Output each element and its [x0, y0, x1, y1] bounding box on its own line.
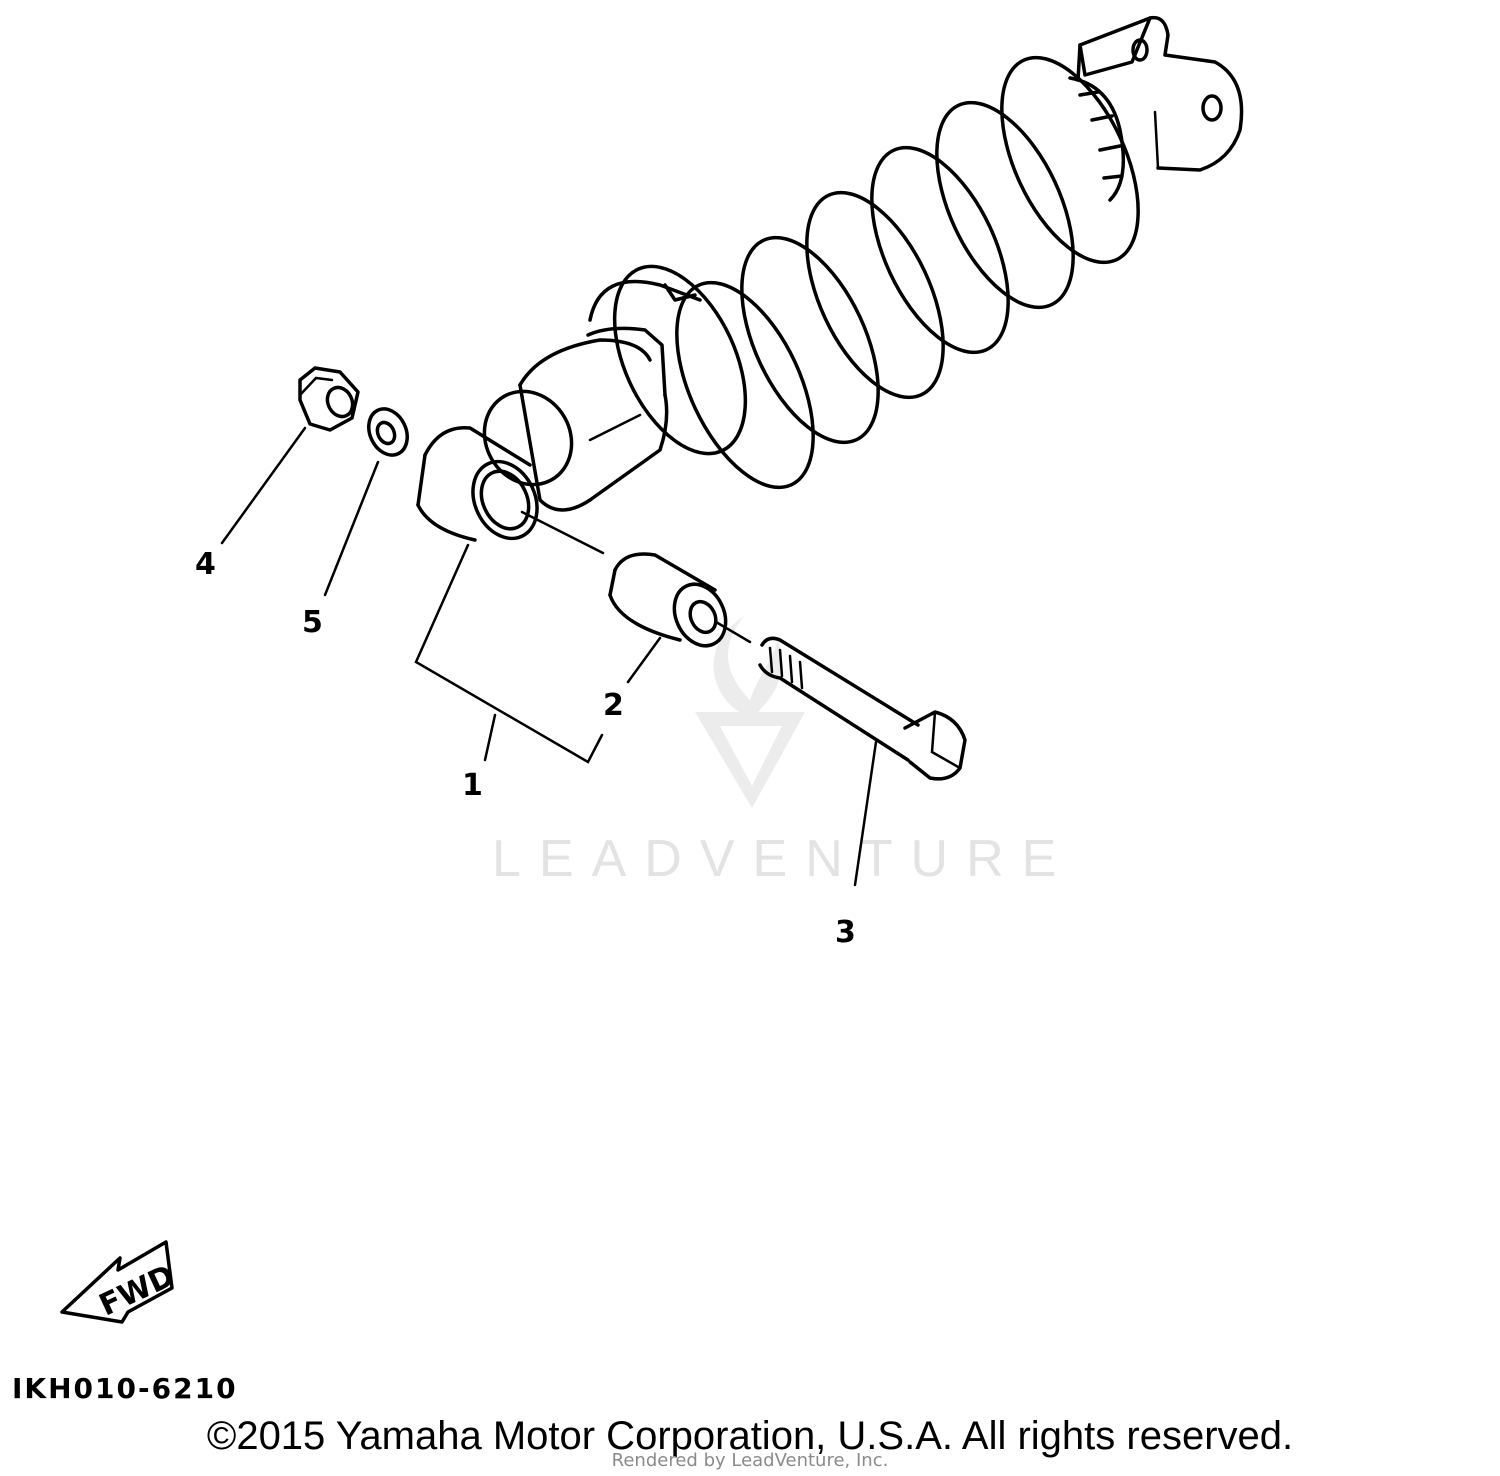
part-5-washer — [367, 407, 409, 457]
callout-4: 4 — [195, 547, 216, 582]
part-1-bushing — [416, 426, 539, 542]
shock-body — [482, 326, 669, 512]
callout-2: 2 — [603, 688, 624, 723]
spring-seat — [588, 279, 702, 322]
watermark-text: LEADVENTURE — [492, 830, 1074, 888]
callout-5: 5 — [302, 605, 323, 640]
rear-shock-absorber — [298, 15, 1244, 781]
part-3-bolt — [758, 636, 967, 781]
copyright-text: ©2015 Yamaha Motor Corporation, U.S.A. A… — [206, 1414, 1294, 1458]
callout-1: 1 — [462, 768, 483, 803]
part-4-nut — [298, 366, 360, 432]
diagram-code: IKH010-6210 — [12, 1372, 238, 1405]
leader-lines — [220, 426, 878, 887]
watermark-v-logo — [695, 712, 805, 808]
rendered-by-text: Rendered by LeadVenture, Inc. — [611, 1450, 889, 1471]
watermark-flame-logo — [713, 615, 782, 718]
spring-adjuster-nut — [1068, 76, 1126, 202]
shock-top-bracket — [1076, 15, 1244, 172]
fwd-arrow-icon: FWD — [60, 1240, 180, 1324]
coil-spring — [612, 55, 1140, 490]
callout-3: 3 — [835, 915, 856, 950]
part-2-collar — [608, 552, 728, 648]
leadventure-watermark: LEADVENTURE — [492, 615, 1074, 888]
